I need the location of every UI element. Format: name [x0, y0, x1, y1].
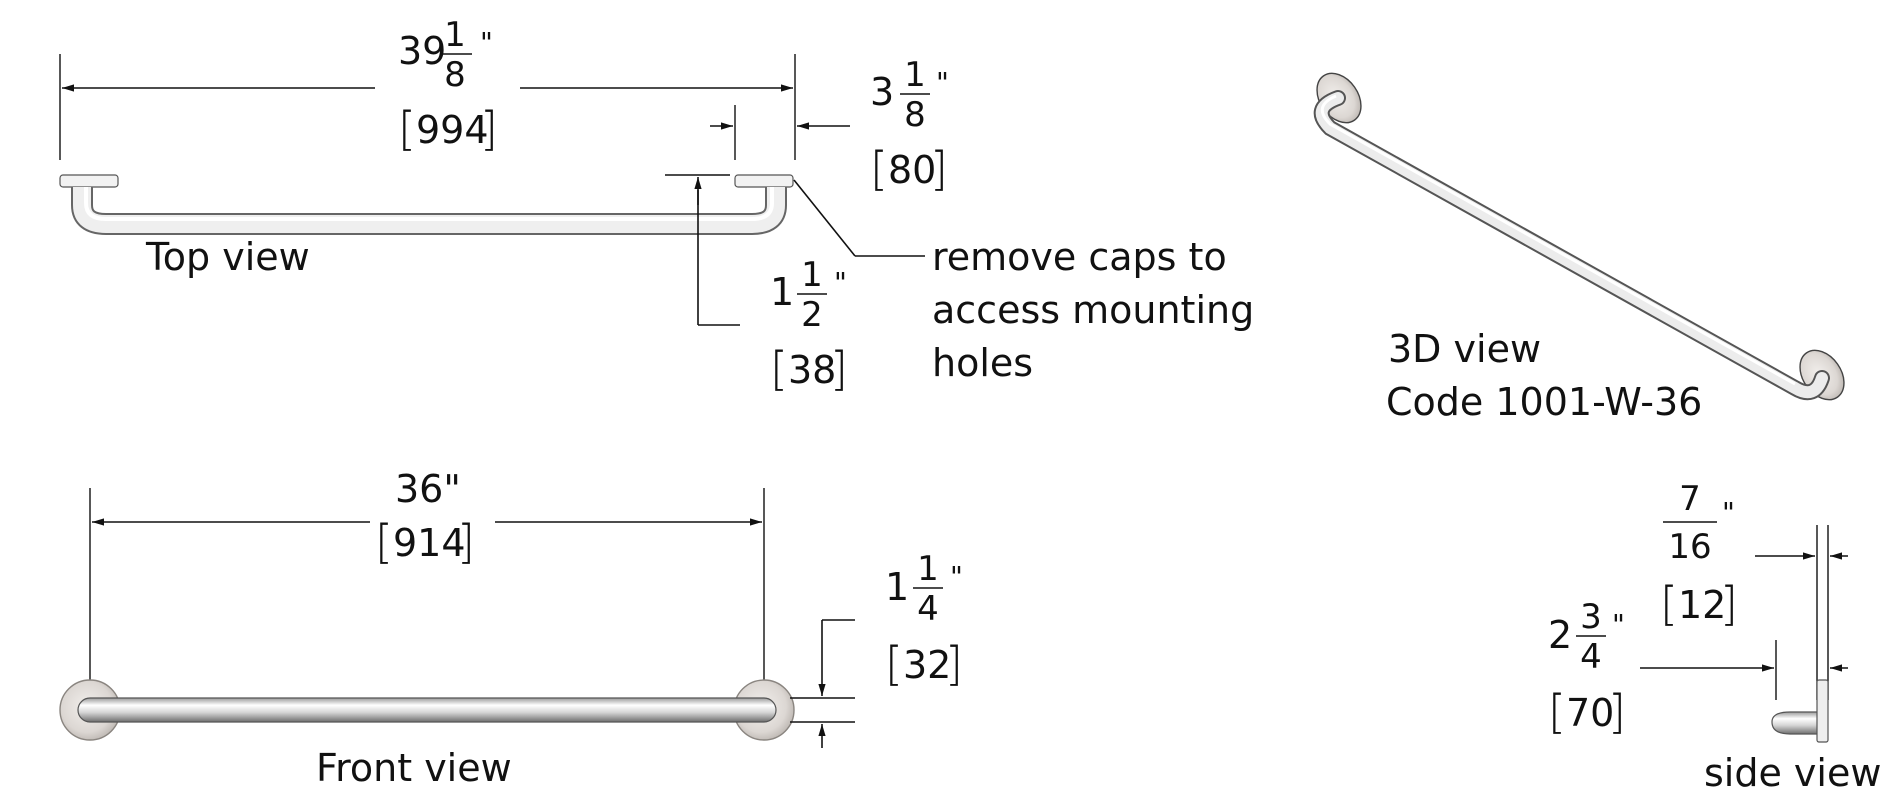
svg-text:[: [: [885, 637, 903, 691]
three-d-bar: [1313, 72, 1845, 401]
svg-text:": ": [950, 560, 963, 593]
svg-text:]: ]: [480, 102, 498, 156]
side-flange: [1816, 679, 1829, 743]
svg-text:3: 3: [1580, 597, 1602, 637]
side-view-bar: [1771, 679, 1829, 743]
svg-text:": ": [936, 66, 949, 99]
flange-diameter-dimension: 3 1 8 " [ 80 ]: [870, 55, 949, 196]
svg-text:2: 2: [801, 295, 823, 335]
tube-highlight: [1320, 94, 1796, 386]
svg-text:]: ]: [1608, 685, 1626, 739]
front-view-tube: [77, 697, 777, 723]
svg-text:8: 8: [904, 95, 926, 135]
svg-text:holes: holes: [932, 341, 1033, 385]
svg-text:12: 12: [1678, 583, 1726, 627]
mounting-note: remove caps to access mounting holes: [932, 235, 1254, 385]
projection-dimension: 1 1 2 " [ 38 ]: [770, 255, 848, 396]
top-view: 39 1 8 " [ 994 ] 3 1 8 " [ 80 ]: [59, 15, 1254, 396]
product-code: Code 1001-W-36: [1386, 380, 1702, 424]
svg-text:38: 38: [788, 348, 836, 392]
svg-text:70: 70: [1566, 691, 1614, 735]
front-view-label: Front view: [316, 746, 512, 790]
svg-text:2: 2: [1548, 613, 1572, 657]
top-view-label: Top view: [145, 235, 310, 279]
svg-text:[: [: [770, 342, 788, 396]
three-d-view: 3D view Code 1001-W-36: [1313, 72, 1845, 424]
svg-text:36": 36": [395, 467, 461, 511]
svg-text:]: ]: [930, 142, 948, 196]
svg-text:[: [: [398, 102, 416, 156]
svg-text:": ": [1722, 496, 1735, 529]
svg-text:914: 914: [393, 521, 466, 565]
svg-text:1: 1: [904, 55, 926, 95]
front-view-bar: [59, 679, 795, 741]
svg-text:1: 1: [917, 549, 939, 589]
svg-text:80: 80: [888, 148, 936, 192]
svg-text:1: 1: [444, 15, 466, 55]
svg-text:]: ]: [945, 637, 963, 691]
svg-text:[: [: [870, 142, 888, 196]
side-tube: [1771, 711, 1818, 735]
right-flange: [734, 174, 794, 188]
svg-text:32: 32: [903, 643, 951, 687]
svg-text:8: 8: [444, 55, 466, 95]
svg-text:[: [: [1548, 685, 1566, 739]
svg-text:": ": [834, 266, 847, 299]
left-flange: [59, 174, 119, 188]
tube-highlight: [84, 187, 774, 221]
side-view: 7 16 " [ 12 ] 2 3 4 " [ 70 ]: [1548, 479, 1881, 795]
note-leader: [793, 179, 856, 257]
svg-text:994: 994: [416, 108, 489, 152]
side-view-label: side view: [1704, 751, 1881, 795]
svg-text:39: 39: [398, 29, 446, 73]
front-view: 36" [ 914 ] Front view 1 1 4 " [ 32 ]: [59, 467, 963, 790]
svg-text:[: [: [375, 515, 393, 569]
svg-text:access mounting: access mounting: [932, 288, 1254, 332]
svg-text:7: 7: [1679, 479, 1701, 519]
svg-text:": ": [480, 26, 493, 59]
svg-text:remove caps to: remove caps to: [932, 235, 1227, 279]
svg-text:": ": [1612, 608, 1625, 641]
svg-text:4: 4: [917, 589, 939, 629]
three-d-view-label: 3D view: [1388, 327, 1541, 371]
svg-text:]: ]: [830, 342, 848, 396]
svg-text:3: 3: [870, 70, 894, 114]
svg-text:1: 1: [885, 565, 909, 609]
side-projection-dimension: 2 3 4 " [ 70 ]: [1548, 597, 1626, 739]
tube-diameter-dimension: 1 1 4 " [ 32 ]: [885, 549, 963, 691]
svg-text:]: ]: [457, 515, 475, 569]
top-view-tube: [73, 187, 785, 233]
three-d-tube: [1315, 92, 1828, 399]
svg-text:]: ]: [1720, 577, 1738, 631]
svg-text:1: 1: [801, 255, 823, 295]
svg-text:16: 16: [1668, 527, 1711, 567]
svg-text:1: 1: [770, 270, 794, 314]
top-view-bar: [59, 174, 794, 235]
center-length-dimension: 36" [ 914 ]: [375, 467, 475, 569]
svg-text:[: [: [1660, 577, 1678, 631]
flange-thickness-dimension: 7 16 " [ 12 ]: [1660, 479, 1738, 631]
overall-length-dimension: 39 1 8 " [ 994 ]: [398, 15, 498, 156]
svg-text:4: 4: [1580, 637, 1602, 677]
